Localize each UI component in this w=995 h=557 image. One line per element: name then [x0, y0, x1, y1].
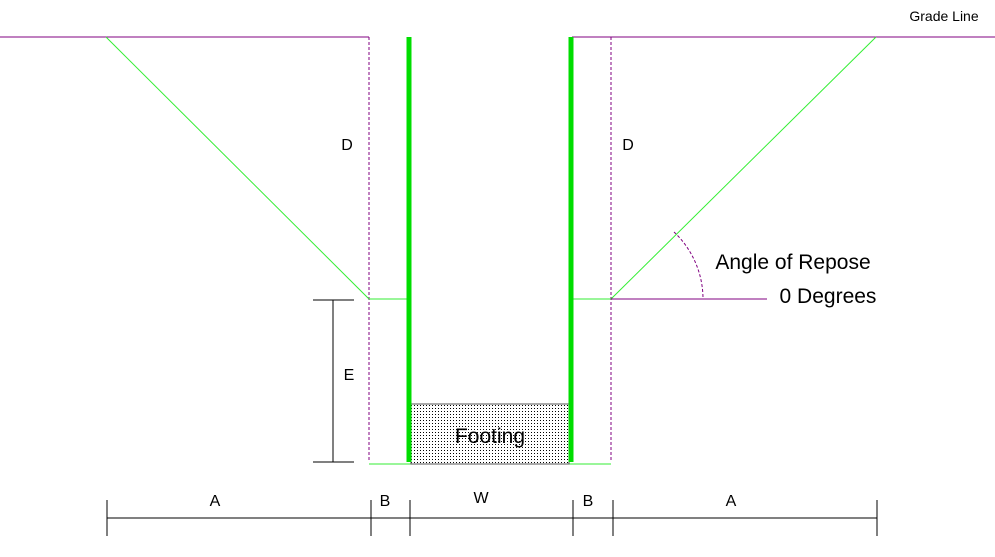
slope-right	[610, 36, 877, 300]
b-label-left: B	[380, 493, 391, 510]
w-label: W	[473, 490, 489, 507]
grade-line-label: Grade Line	[909, 8, 978, 24]
d-label-right: D	[622, 137, 634, 154]
dimension-ticks	[106, 500, 878, 536]
zero-degrees-label: 0 Degrees	[780, 285, 877, 308]
angle-arc	[673, 231, 704, 300]
b-label-right: B	[583, 493, 594, 510]
footing	[410, 403, 570, 465]
slope-left	[105, 36, 370, 300]
e-label: E	[344, 367, 355, 384]
d-label-left: D	[341, 137, 353, 154]
footing-label: Footing	[455, 425, 525, 448]
a-label-left: A	[210, 493, 221, 510]
a-label-right: A	[726, 493, 737, 510]
angle-of-repose-label: Angle of Repose	[715, 251, 870, 274]
